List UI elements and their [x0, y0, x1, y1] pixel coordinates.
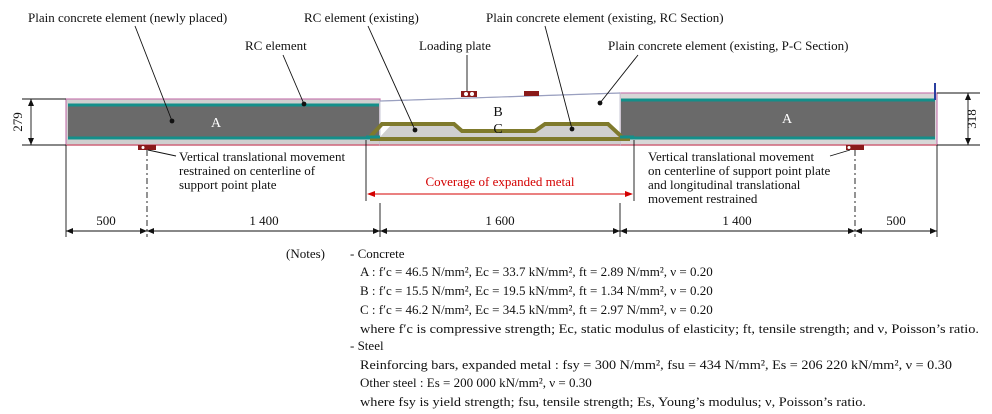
notes-concrete-heading: - Concrete [350, 246, 405, 261]
support-left-line-1: Vertical translational movement [179, 149, 345, 164]
dimension-label-1600: 1 600 [485, 213, 514, 228]
callout-rc-existing: RC element (existing) [304, 10, 419, 25]
notes-steel-heading: - Steel [350, 338, 384, 353]
notes-steel-rebar: Reinforcing bars, expanded metal : fsy =… [360, 357, 952, 372]
notes-concrete-c: C : f′c = 46.2 N/mm², Ec = 34.5 kN/mm², … [360, 302, 713, 317]
height-label-right: 318 [964, 109, 979, 129]
loading-plate-bolt [464, 92, 468, 96]
region-label-a-left: A [211, 116, 222, 131]
region-label-c: C [493, 122, 502, 137]
support-plate-left [138, 145, 156, 150]
support-left-line-2: restrained on centerline of [179, 163, 316, 178]
notes-concrete-where: where f′c is compressive strength; Ec, s… [360, 321, 979, 336]
sloped-top-surface [379, 92, 621, 102]
support-right-line-3: and longitudinal translational [648, 177, 801, 192]
notes-steel-other: Other steel : Es = 200 000 kN/mm², ν = 0… [360, 375, 592, 390]
callout-leaders [134, 25, 851, 157]
loading-plate-right [524, 91, 539, 96]
loading-plate-left [461, 91, 477, 97]
notes-steel-where: where fsy is yield strength; fsu, tensil… [360, 394, 866, 409]
support-left-line-3: support point plate [179, 177, 277, 192]
region-label-b: B [493, 105, 502, 120]
height-label-left: 279 [10, 112, 25, 132]
coverage-label: Coverage of expanded metal [425, 174, 574, 189]
notes-heading: (Notes) [286, 246, 325, 261]
dimension-label-500-right: 500 [886, 213, 906, 228]
support-right-line-2: on centerline of support point plate [648, 163, 831, 178]
rc-existing-upper [368, 122, 624, 139]
callout-plain-existing-rc: Plain concrete element (existing, RC Sec… [486, 10, 724, 25]
callout-plain-new: Plain concrete element (newly placed) [28, 10, 227, 25]
dimension-label-1400-right: 1 400 [722, 213, 751, 228]
callout-plain-existing-pc: Plain concrete element (existing, P-C Se… [608, 38, 848, 53]
right-element-a [621, 99, 935, 138]
dimension-arrows [66, 228, 937, 234]
callout-dots [169, 100, 603, 133]
region-label-a-right: A [782, 112, 793, 127]
left-element-a [68, 105, 379, 138]
height-dimension-right [937, 92, 980, 146]
support-right-line-1: Vertical translational movement [648, 149, 814, 164]
support-right-line-4: movement restrained [648, 191, 758, 206]
loading-plate-bolt [470, 92, 474, 96]
support-plate-right [846, 145, 864, 150]
notes-concrete-b: B : f′c = 15.5 N/mm², Ec = 19.5 kN/mm², … [360, 283, 713, 298]
dimension-label-1400-left: 1 400 [249, 213, 278, 228]
callout-loading-plate: Loading plate [419, 38, 491, 53]
height-dimension-left [22, 98, 66, 146]
callout-rc-element: RC element [245, 38, 307, 53]
notes-concrete-a: A : f′c = 46.5 N/mm², Ec = 33.7 kN/mm², … [360, 264, 713, 279]
coverage-extension-lines [365, 140, 635, 201]
dimension-label-500-left: 500 [96, 213, 116, 228]
